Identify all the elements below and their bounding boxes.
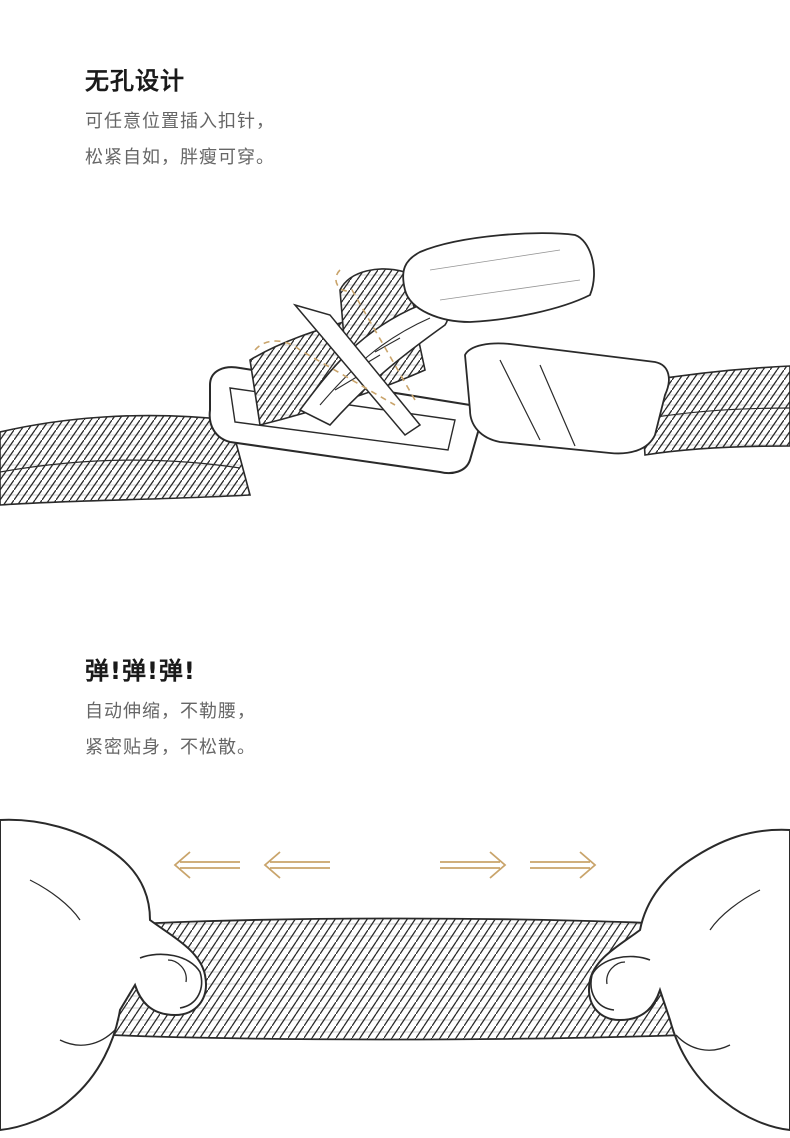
section-title: 弹!弹!弹!	[85, 657, 196, 685]
section-title: 无孔设计	[85, 67, 185, 95]
arrow-left-icon	[173, 851, 330, 879]
section-line: 紧密贴身，不松散。	[85, 737, 256, 758]
section-elastic: 弹!弹!弹! 自动伸缩，不勒腰， 紧密贴身，不松散。	[85, 656, 256, 766]
section-no-hole: 无孔设计 可任意位置插入扣针， 松紧自如，胖瘦可穿。	[85, 66, 275, 176]
arrow-right-icon	[440, 851, 597, 879]
section-line: 松紧自如，胖瘦可穿。	[85, 147, 275, 168]
hands-stretch-illustration	[0, 818, 790, 1132]
section-line: 可任意位置插入扣针，	[85, 111, 275, 132]
buckle-illustration	[0, 232, 790, 506]
section-line: 自动伸缩，不勒腰，	[85, 701, 256, 722]
